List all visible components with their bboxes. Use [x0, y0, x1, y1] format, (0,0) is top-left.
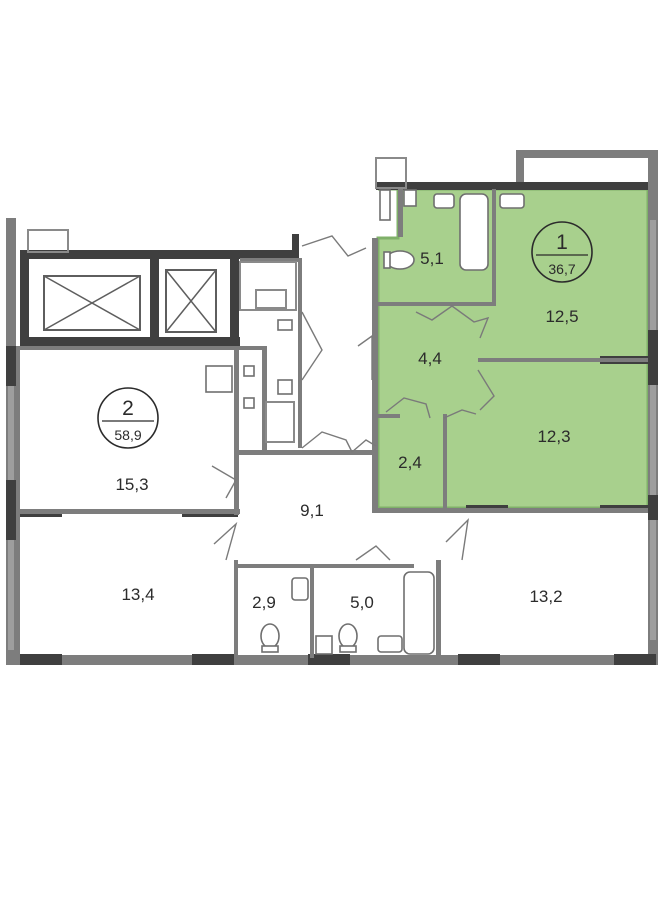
- apartment-1-rooms: 1: [556, 231, 568, 254]
- room-area-apt2-hall: 9,1: [300, 501, 324, 520]
- room-area-apt2-room-left-bottom: 13,4: [121, 585, 154, 604]
- room-area-apt2-bath: 5,0: [350, 593, 374, 612]
- room-area-apt1-room-bottom: 12,3: [537, 427, 570, 446]
- room-area-apt2-room-left-top: 15,3: [115, 475, 148, 494]
- interior-walls: [16, 189, 648, 658]
- apartment-2-badge[interactable]: 2 58,9: [97, 387, 159, 449]
- doors: [211, 235, 495, 561]
- room-area-apt1-hall: 4,4: [418, 349, 442, 368]
- apartment-2-rooms: 2: [122, 397, 134, 420]
- apartment-1-area: 36,7: [548, 261, 575, 277]
- room-area-apt1-storage: 2,4: [398, 453, 422, 472]
- room-area-apt1-bath: 5,1: [420, 249, 444, 268]
- bathroom-fixtures: [260, 193, 525, 655]
- apartment-2-area: 58,9: [114, 427, 141, 443]
- apartment-1-badge[interactable]: 1 36,7: [531, 221, 593, 283]
- utility-fixtures: [205, 157, 417, 443]
- elevator-shafts: [43, 269, 217, 333]
- room-area-apt1-room-top: 12,5: [545, 307, 578, 326]
- room-labels: 5,1 12,5 4,4 12,3 2,4 15,3 9,1 13,4 2,9 …: [115, 249, 578, 612]
- room-area-apt2-room-right: 13,2: [529, 587, 562, 606]
- room-area-apt2-wc: 2,9: [252, 593, 276, 612]
